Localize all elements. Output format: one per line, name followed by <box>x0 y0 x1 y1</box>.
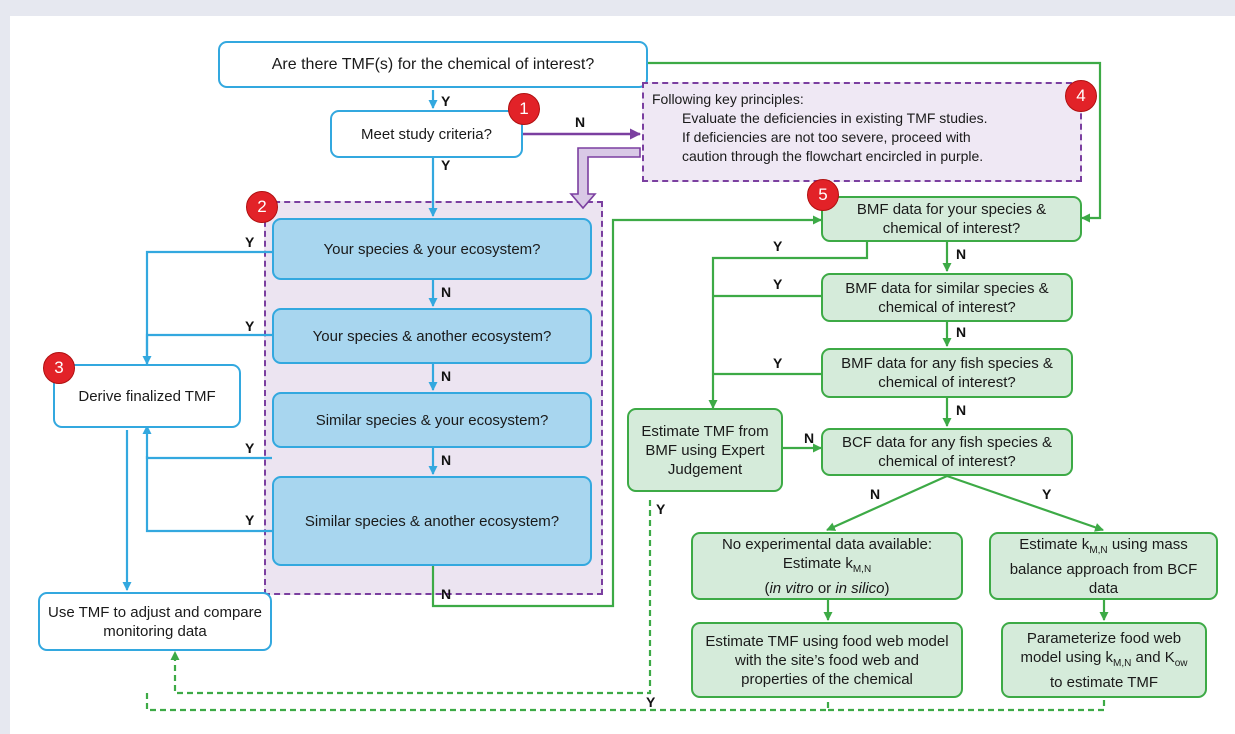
node-estimate-tmf-bmf-text: Estimate TMF from BMF using Expert Judge… <box>641 422 769 478</box>
principles-line-2: If deficiencies are not too severe, proc… <box>682 129 971 145</box>
label-n-bmf2: N <box>956 324 967 340</box>
label-y-bmf1: Y <box>773 238 783 254</box>
param-sub-ow: ow <box>1174 657 1188 669</box>
label-y-q1: Y <box>245 234 255 250</box>
node-bmf-any-fish: BMF data for any fish species & chemical… <box>821 348 1073 398</box>
principles-heading: Following key principles: <box>652 91 804 107</box>
edge-est-use-dashed <box>170 500 652 695</box>
label-n-bcf: N <box>870 486 881 502</box>
node-similar-species-your-eco-text: Similar species & your ecosystem? <box>315 411 549 429</box>
edge-tmf-bmf <box>648 61 1102 223</box>
no-exp-line-1: No experimental data available: <box>721 535 933 553</box>
node-bmf-your-species: BMF data for your species & chemical of … <box>821 196 1082 242</box>
edge-q4-derive <box>145 456 272 533</box>
node-study-criteria: Meet study criteria? <box>330 110 523 158</box>
label-y-q3: Y <box>245 440 255 456</box>
label-y-q2: Y <box>245 318 255 334</box>
est-kmn-sub: M,N <box>1089 544 1108 556</box>
node-bcf-any-fish-text: BCF data for any fish species & chemical… <box>841 434 1053 470</box>
edge-region-bmf <box>431 215 822 608</box>
principles-to-region-arrow <box>569 147 641 210</box>
no-exp-line-2: Estimate kM,N <box>783 554 871 579</box>
node-no-experimental-data: No experimental data available: Estimate… <box>691 532 963 600</box>
label-n-q4: N <box>441 586 452 602</box>
node-are-there-tmf-text: Are there TMF(s) for the chemical of int… <box>271 56 595 73</box>
no-exp-line-3: (in vitro or in silico) <box>764 579 890 597</box>
node-your-species-another-eco: Your species & another ecosystem? <box>272 308 592 364</box>
label-y-tmf: Y <box>441 93 451 109</box>
label-n-q3: N <box>441 452 452 468</box>
label-y-q4: Y <box>245 512 255 528</box>
edge-bmf1-est <box>708 242 869 409</box>
node-use-tmf-text: Use TMF to adjust and compare monitoring… <box>48 603 262 640</box>
node-parameterize-text: Parameterize food web model using kM,N a… <box>1013 629 1195 692</box>
label-y-bottom: Y <box>646 694 656 710</box>
badge-4: 4 <box>1065 80 1097 112</box>
node-similar-species-another-eco-text: Similar species & another ecosystem? <box>304 512 560 530</box>
label-y-bcf: Y <box>1042 486 1052 502</box>
badge-1: 1 <box>508 93 540 125</box>
label-y-criteria: Y <box>441 157 451 173</box>
edge-fw-use-dashed <box>145 693 830 712</box>
param-part-a: Parameterize food web model using k <box>1020 629 1182 666</box>
label-n-criteria: N <box>575 114 586 130</box>
node-bmf-your-species-text: BMF data for your species & chemical of … <box>856 201 1047 237</box>
param-sub-mn: M,N <box>1113 657 1132 669</box>
edge-q2-derive <box>142 333 272 365</box>
node-bmf-any-fish-text: BMF data for any fish species & chemical… <box>841 355 1053 391</box>
label-n-q1: N <box>441 284 452 300</box>
node-parameterize-food-web: Parameterize food web model using kM,N a… <box>1001 622 1207 698</box>
node-derive-tmf: Derive finalized TMF <box>53 364 241 428</box>
node-study-criteria-text: Meet study criteria? <box>361 125 492 143</box>
node-use-tmf: Use TMF to adjust and compare monitoring… <box>38 592 272 651</box>
no-exp-estimate-k: Estimate k <box>782 554 853 572</box>
est-kmn-part-a: Estimate k <box>1019 535 1090 553</box>
edge-param-use-dashed <box>828 698 1106 712</box>
node-your-species-your-eco-text: Your species & your ecosystem? <box>323 240 541 258</box>
no-exp-in-vitro: in vitro <box>769 579 814 597</box>
no-exp-in-silico: in silico <box>835 579 885 597</box>
label-n-q2: N <box>441 368 452 384</box>
edge-bcf-noexp <box>826 474 948 532</box>
node-bcf-any-fish: BCF data for any fish species & chemical… <box>821 428 1073 476</box>
edge-q1-derive <box>145 250 272 364</box>
param-part-b: and K <box>1131 648 1175 666</box>
node-are-there-tmf: Are there TMF(s) for the chemical of int… <box>218 41 648 88</box>
node-estimate-tmf-bmf: Estimate TMF from BMF using Expert Judge… <box>627 408 783 492</box>
node-your-species-your-eco: Your species & your ecosystem? <box>272 218 592 280</box>
node-similar-species-your-eco: Similar species & your ecosystem? <box>272 392 592 448</box>
badge-3: 3 <box>43 352 75 384</box>
node-estimate-tmf-food-web: Estimate TMF using food web model with t… <box>691 622 963 698</box>
node-derive-tmf-text: Derive finalized TMF <box>78 387 216 405</box>
connectors <box>122 61 1109 712</box>
node-key-principles: Following key principles: Evaluate the d… <box>642 82 1082 182</box>
label-n-est: N <box>804 430 815 446</box>
label-y-bmf3: Y <box>773 355 783 371</box>
label-n-bmf1: N <box>956 246 967 262</box>
label-y-est: Y <box>656 501 666 517</box>
no-exp-sub-mn: M,N <box>852 563 872 575</box>
label-n-bmf3: N <box>956 402 967 418</box>
node-your-species-another-eco-text: Your species & another ecosystem? <box>312 327 552 345</box>
est-kmn-part-b: using mass balance approach from BCF dat… <box>1009 535 1198 597</box>
no-exp-or: or <box>813 579 836 597</box>
node-similar-species-another-eco: Similar species & another ecosystem? <box>272 476 592 566</box>
node-estimate-tmf-food-web-text: Estimate TMF using food web model with t… <box>705 632 949 688</box>
badge-5: 5 <box>807 179 839 211</box>
param-part-c: to estimate TMF <box>1049 673 1159 691</box>
badge-2: 2 <box>246 191 278 223</box>
node-bmf-similar-species-text: BMF data for similar species & chemical … <box>845 279 1049 316</box>
node-estimate-kmn-mass-balance: Estimate kM,N using mass balance approac… <box>989 532 1218 600</box>
flowchart-canvas: Are there TMF(s) for the chemical of int… <box>10 16 1235 734</box>
node-estimate-kmn-text: Estimate kM,N using mass balance approac… <box>1001 535 1206 598</box>
node-bmf-similar-species: BMF data for similar species & chemical … <box>821 273 1073 322</box>
edge-bcf-estkmn <box>946 474 1104 532</box>
label-y-bmf2: Y <box>773 276 783 292</box>
principles-line-3: caution through the flowchart encircled … <box>682 148 984 164</box>
principles-line-1: Evaluate the deficiencies in existing TM… <box>682 110 988 126</box>
